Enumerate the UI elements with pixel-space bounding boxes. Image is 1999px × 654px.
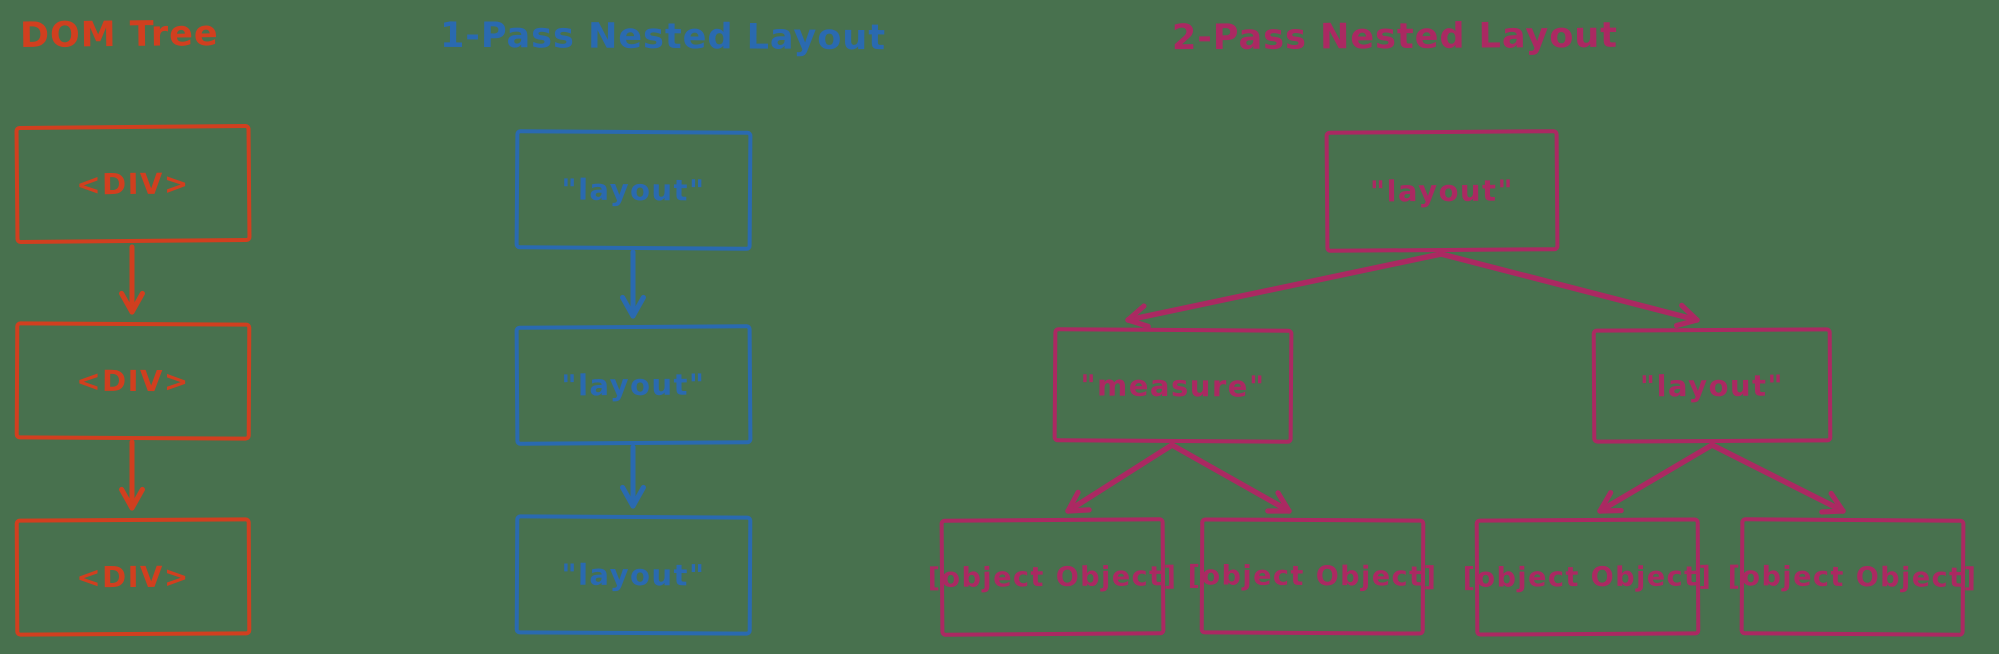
onepass-node-2-label: "layout": [561, 367, 706, 403]
twopass-leaf-4: [object Object]: [1728, 517, 1977, 637]
twopass-leaf-2: [object Object]: [1188, 517, 1437, 636]
arrow-layout-to-measure: [1597, 442, 1715, 514]
dom-node-2-label: <DIV>: [76, 363, 190, 399]
arrow-layout-to-layout: [1709, 442, 1846, 515]
dom-node-2: <DIV>: [14, 321, 252, 441]
onepass-node-1-label: "layout": [561, 172, 706, 208]
twopass-leaf-1: [object Object]: [928, 517, 1177, 637]
dom-node-1: <DIV>: [14, 123, 252, 245]
arrow-root-to-layout: [1438, 251, 1700, 329]
twopass-root-label: "layout": [1369, 173, 1515, 209]
arrow-measure-to-measure: [1065, 442, 1175, 514]
dom-node-3: <DIV>: [14, 517, 252, 637]
two-pass-title: 2-Pass Nested Layout: [1171, 15, 1619, 59]
arrow-measure-to-layout: [1169, 442, 1292, 514]
onepass-node-3-label: "layout": [561, 557, 706, 593]
arrow-root-to-measure: [1125, 251, 1444, 329]
twopass-root: "layout": [1324, 129, 1560, 253]
onepass-node-1: "layout": [514, 129, 753, 251]
twopass-mid-measure-label: "measure": [1080, 367, 1266, 404]
dom-tree-title: DOM Tree: [19, 13, 219, 57]
twopass-leaf-1-label: [object Object]: [927, 560, 1178, 594]
twopass-mid-measure: "measure": [1052, 327, 1294, 444]
onepass-node-2: "layout": [514, 324, 753, 446]
twopass-leaf-2-label: [object Object]: [1187, 560, 1438, 593]
dom-node-3-label: <DIV>: [76, 559, 190, 595]
twopass-mid-layout: "layout": [1591, 327, 1833, 444]
twopass-leaf-3: [object Object]: [1463, 517, 1712, 637]
dom-node-1-label: <DIV>: [76, 166, 190, 202]
twopass-mid-layout-label: "layout": [1639, 368, 1785, 403]
twopass-leaf-3-label: [object Object]: [1462, 560, 1713, 594]
twopass-leaf-4-label: [object Object]: [1727, 560, 1978, 594]
one-pass-title: 1-Pass Nested Layout: [439, 15, 887, 59]
onepass-node-3: "layout": [514, 514, 753, 636]
